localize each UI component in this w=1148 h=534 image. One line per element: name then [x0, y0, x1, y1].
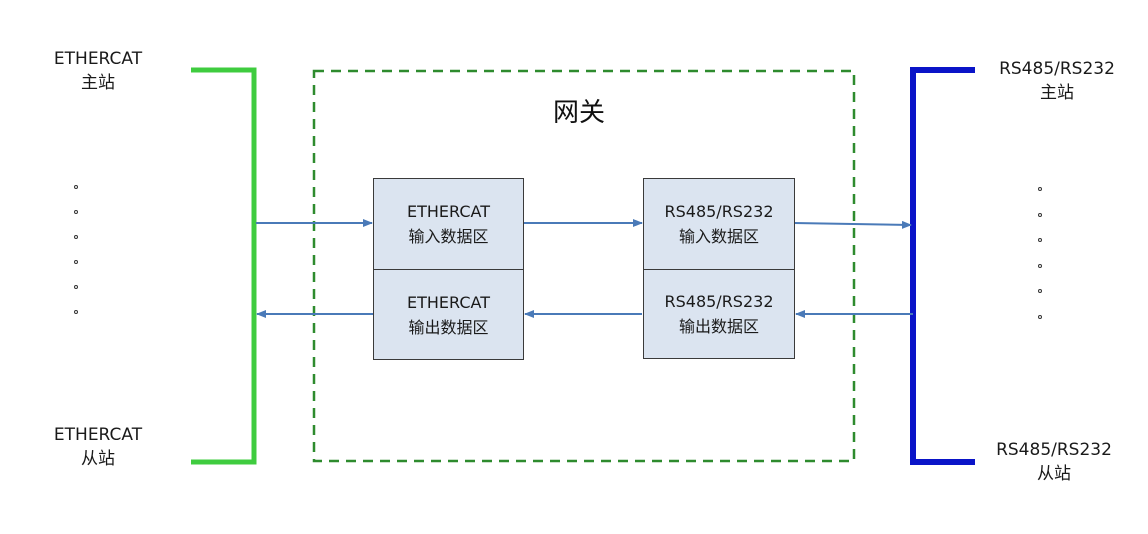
rs-ellipsis	[1036, 187, 1048, 327]
rs-output-box: RS485/RS232 输出数据区	[643, 269, 795, 359]
ethercat-master-line2: 主站	[81, 73, 115, 93]
arrow-rs-input-to-bus	[793, 220, 912, 229]
ethercat-slave-label: ETHERCAT 从站	[40, 423, 156, 471]
ellipsis-dot	[1038, 187, 1042, 191]
rs-master-label: RS485/RS232 主站	[995, 57, 1119, 105]
ellipsis-dot	[1038, 314, 1042, 319]
ellipsis-dot	[74, 310, 78, 314]
ethercat-slave-line1: ETHERCAT	[53, 425, 143, 445]
ellipsis-dot	[74, 260, 78, 264]
ethercat-output-box: ETHERCAT 输出数据区	[373, 269, 524, 360]
ellipsis-dot	[1038, 212, 1042, 217]
ethercat-output-line2: 输出数据区	[408, 317, 489, 337]
rs-input-line1: RS485/RS232	[664, 202, 774, 221]
ellipsis-dot	[74, 210, 78, 214]
rs-bus-line	[910, 67, 975, 465]
ellipsis-dot	[74, 185, 78, 189]
ethercat-input-box: ETHERCAT 输入数据区	[373, 178, 524, 270]
gateway-title: 网关	[553, 98, 606, 128]
rs-output-line1: RS485/RS232	[664, 292, 774, 311]
ethercat-ellipsis	[72, 185, 84, 320]
ellipsis-dot	[74, 285, 78, 289]
ethercat-input-line2: 输入数据区	[408, 227, 489, 246]
ethercat-output-line1: ETHERCAT	[407, 292, 490, 312]
ethercat-master-label: ETHERCAT 主站	[40, 47, 156, 95]
rs-output-line2: 输出数据区	[678, 317, 759, 336]
ethercat-bus-line	[191, 67, 257, 465]
rs-slave-line1: RS485/RS232	[996, 440, 1112, 460]
gateway-boundary	[312, 69, 856, 463]
ethercat-slave-line2: 从站	[81, 449, 115, 469]
rs-input-box: RS485/RS232 输入数据区	[643, 178, 795, 270]
rs-input-line2: 输入数据区	[678, 227, 759, 246]
rs-slave-label: RS485/RS232 从站	[992, 438, 1116, 486]
ellipsis-dot	[1038, 263, 1042, 268]
rs-master-line2: 主站	[1040, 83, 1074, 103]
ellipsis-dot	[1038, 289, 1042, 293]
ellipsis-dot	[74, 235, 78, 239]
ethercat-master-line1: ETHERCAT	[53, 49, 143, 69]
rs-master-line1: RS485/RS232	[999, 59, 1115, 79]
ellipsis-dot	[1038, 238, 1042, 242]
ethercat-input-line1: ETHERCAT	[407, 202, 490, 221]
rs-slave-line2: 从站	[1037, 464, 1071, 484]
